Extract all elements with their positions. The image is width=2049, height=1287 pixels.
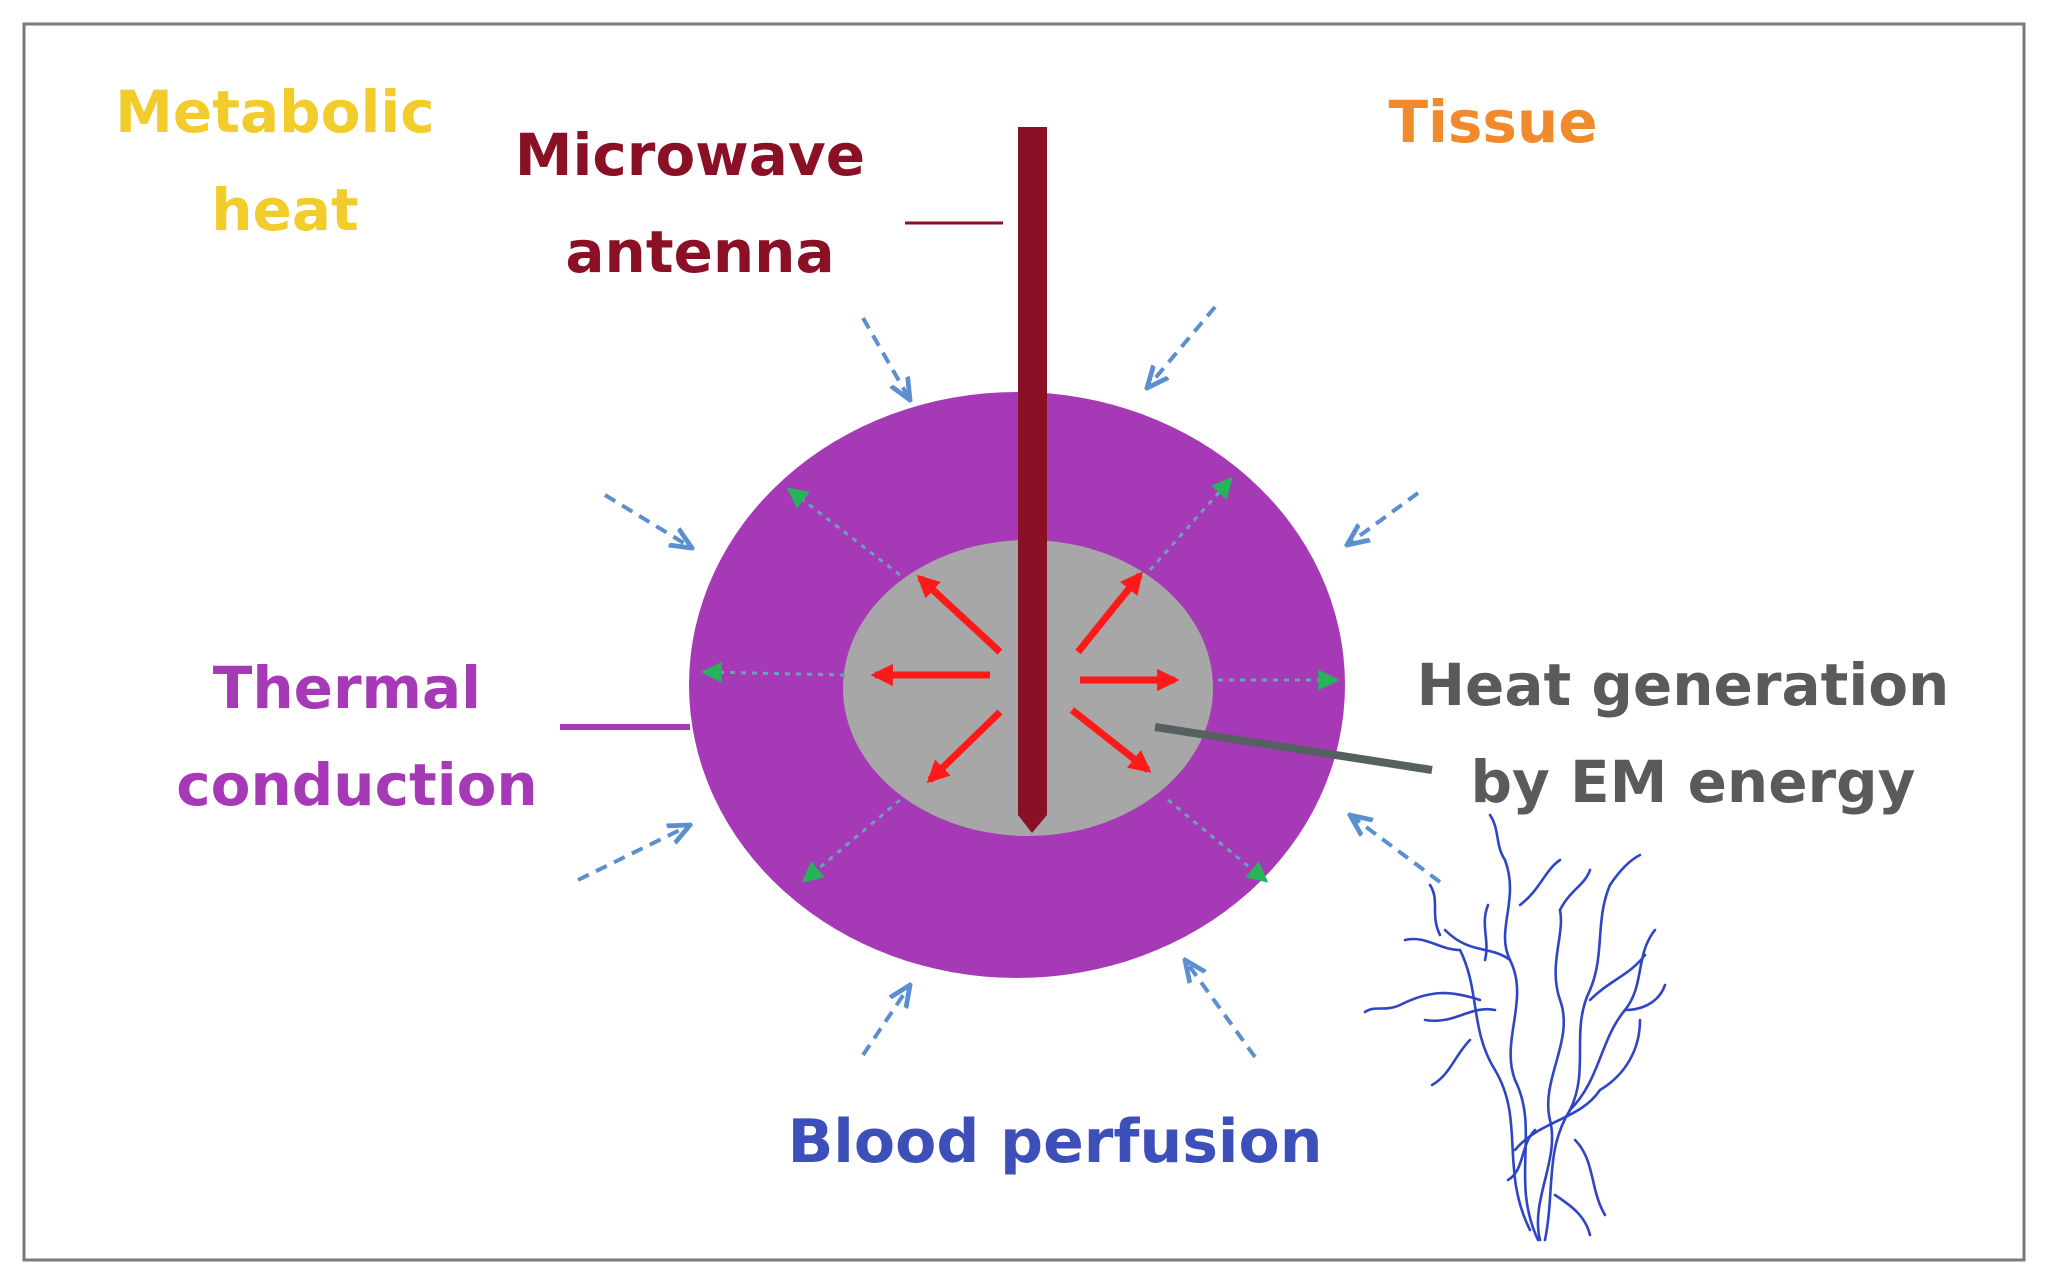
em-arrow — [916, 574, 1003, 655]
thermal-conduction-label: Thermal conduction — [176, 654, 537, 819]
blood-vessels-icon — [1363, 813, 1667, 1242]
conduction-arrow — [801, 798, 901, 883]
thermal-conduction-line-2: conduction — [176, 751, 537, 819]
perfusion-arrow — [861, 985, 910, 1057]
heat-generation-leader-line — [1154, 723, 1433, 774]
em-arrow — [926, 709, 1003, 784]
blood-perfusion-label: Blood perfusion — [788, 1107, 1323, 1177]
thermal-conduction-line-1: Thermal — [213, 654, 481, 722]
perfusion-arrow — [861, 317, 910, 400]
heat-generation-line-1: Heat generation — [1416, 651, 1949, 719]
em-arrows — [870, 571, 1180, 784]
conduction-arrow — [786, 487, 901, 577]
tissue-label: Tissue — [1388, 88, 1597, 156]
perfusion-arrows — [577, 305, 1442, 1059]
metabolic-heat-line-1: Metabolic — [115, 78, 434, 146]
conduction-arrow — [1148, 476, 1233, 571]
conduction-arrows — [700, 476, 1340, 883]
metabolic-heat-label: Metabolic heat — [115, 78, 455, 244]
heat-generation-label: Heat generation by EM energy — [1416, 651, 1969, 816]
perfusion-arrow — [1347, 491, 1420, 545]
em-arrow — [1069, 707, 1152, 773]
heat-generation-line-2: by EM energy — [1471, 748, 1916, 816]
perfusion-arrow — [603, 493, 692, 548]
perfusion-arrow — [1147, 305, 1217, 388]
conduction-arrow — [700, 661, 846, 683]
microwave-antenna-line-2: antenna — [565, 218, 834, 286]
microwave-antenna — [1018, 127, 1047, 833]
microwave-antenna-line-1: Microwave — [515, 121, 865, 189]
metabolic-heat-line-2: heat — [211, 176, 359, 244]
em-arrow — [1075, 571, 1143, 655]
microwave-antenna-label: Microwave antenna — [515, 121, 886, 286]
perfusion-arrow — [577, 825, 690, 882]
